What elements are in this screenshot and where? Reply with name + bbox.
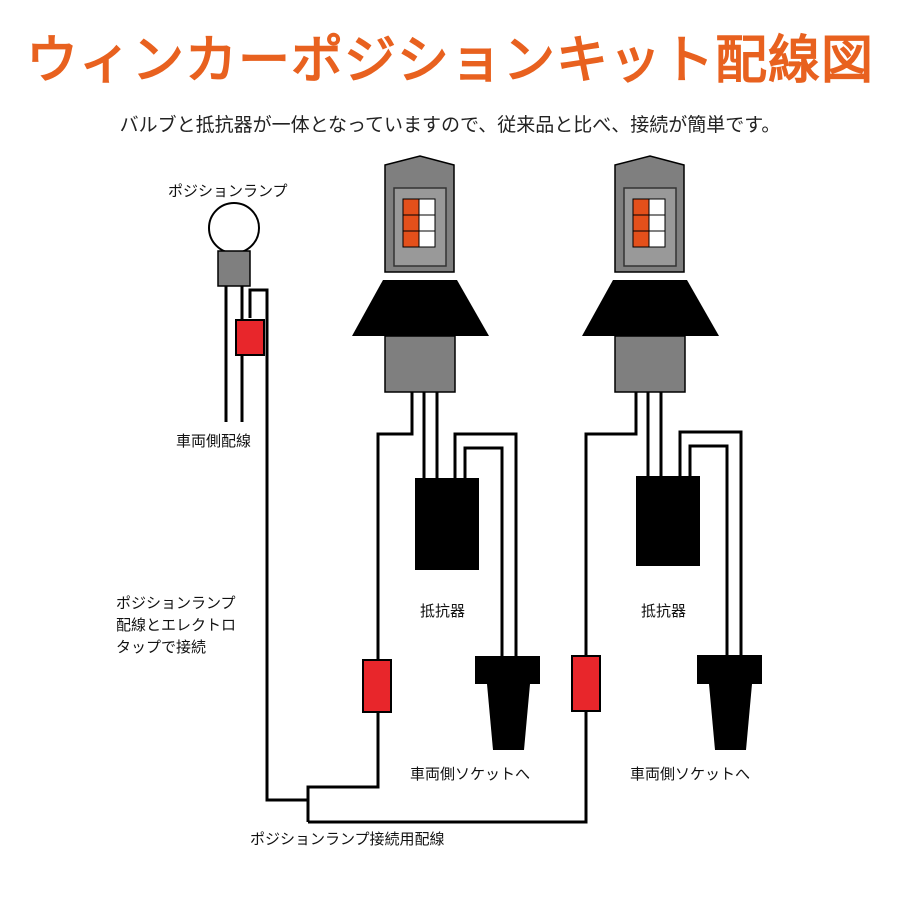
label-tap-note-line1: ポジションランプ (116, 594, 236, 612)
label-connection-wiring: ポジションランプ接続用配線 (250, 830, 445, 848)
label-vehicle-wiring: 車両側配線 (176, 432, 252, 450)
label-resistor-left: 抵抗器 (420, 602, 466, 620)
bulb-base-left (384, 335, 456, 393)
page-title: ウィンカーポジションキット配線図 (25, 31, 874, 91)
socket-right (697, 655, 762, 750)
connection-wiring (306, 712, 588, 824)
label-socket-left: 車両側ソケットへ (410, 765, 531, 783)
bulb-assembly-right (571, 155, 762, 750)
bulb-flange-left (352, 280, 489, 336)
resistor-right (636, 476, 700, 566)
position-lamp-bulb (208, 202, 260, 254)
position-lamp (208, 202, 308, 802)
label-resistor-right: 抵抗器 (641, 602, 687, 620)
page-subtitle: バルブと抵抗器が一体となっていますので、従来品と比べ、接続が簡単です。 (119, 114, 781, 136)
label-tap-note-line2: 配線とエレクトロ (116, 616, 237, 634)
electro-tap-lamp (235, 319, 265, 356)
bulb-base-right (614, 335, 686, 393)
label-socket-right: 車両側ソケットへ (630, 765, 751, 783)
label-tap-note: ポジションランプ 配線とエレクトロ タップで接続 (116, 592, 236, 658)
bulb-flange-right (582, 280, 719, 336)
socket-left (475, 656, 540, 750)
electro-tap-right (571, 655, 601, 712)
position-lamp-socket (217, 250, 251, 287)
electro-tap-left (362, 659, 392, 713)
label-tap-note-line3: タップで接続 (116, 638, 207, 656)
resistor-left (415, 478, 479, 570)
label-position-lamp: ポジションランプ (168, 182, 288, 200)
bulb-assembly-left (352, 155, 540, 750)
